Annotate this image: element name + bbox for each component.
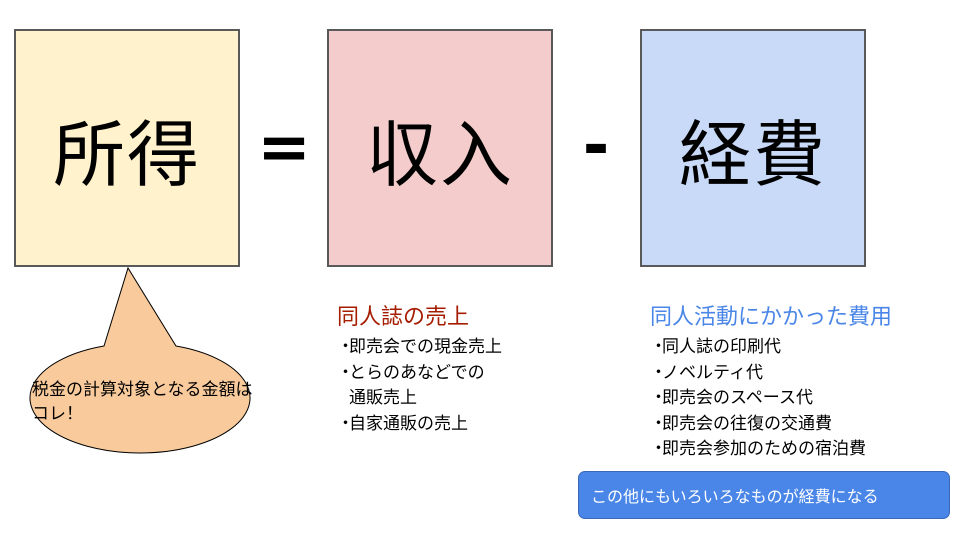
list-item: ・同人誌の印刷代 — [650, 335, 920, 361]
revenue-label: 収入 — [365, 112, 514, 197]
list-item-text: ノベルティ代 — [662, 362, 763, 383]
list-item: ・即売会のスペース代 — [650, 386, 920, 412]
bullet: ・ — [337, 413, 354, 434]
list-item-text: 同人誌の印刷代 — [662, 337, 781, 357]
list-item: ・自家通販の売上 — [337, 412, 567, 438]
callout-shape — [29, 266, 251, 454]
list-item-text: 即売会の往復の交通費 — [662, 413, 832, 434]
list-item-text: 即売会参加のための宿泊費 — [662, 439, 866, 459]
revenue-item-list: ・即売会での現金売上 ・とらのあなどでの 通販売上 ・自家通販の売上 — [337, 335, 567, 437]
list-item-text: 即売会での現金売上 — [349, 337, 502, 357]
note-box: この他にもいろいろなものが経費になる — [578, 471, 950, 519]
bullet: ・ — [337, 362, 354, 383]
bullet: ・ — [650, 413, 667, 434]
bullet: ・ — [650, 439, 667, 459]
list-item: ・即売会参加のための宿泊費 — [650, 437, 920, 463]
bullet: ・ — [650, 388, 667, 408]
expense-label: 経費 — [678, 112, 827, 197]
bullet: ・ — [650, 337, 667, 357]
expense-item-list: ・同人誌の印刷代 ・ノベルティ代 ・即売会のスペース代 ・即売会の往復の交通費 … — [650, 335, 920, 463]
revenue-box: 収入 — [327, 29, 553, 267]
expense-section-title: 同人活動にかかった費用 — [650, 305, 893, 330]
income-box: 所得 — [14, 29, 240, 267]
bullet: ・ — [650, 362, 667, 383]
minus-sign: - — [582, 109, 610, 183]
bullet: ・ — [337, 337, 354, 357]
list-item: ・即売会での現金売上 — [337, 335, 567, 361]
expense-box: 経費 — [640, 29, 866, 267]
list-item-text: 即売会のスペース代 — [662, 388, 813, 408]
list-item: ・ノベルティ代 — [650, 361, 920, 387]
revenue-section-title: 同人誌の売上 — [337, 305, 470, 330]
list-item: ・とらのあなどでの 通販売上 — [337, 361, 567, 412]
income-label: 所得 — [52, 112, 201, 197]
equals-sign: = — [257, 111, 311, 185]
note-text: この他にもいろいろなものが経費になる — [591, 487, 879, 506]
list-item-text: 自家通販の売上 — [349, 413, 468, 434]
callout-text: 税金の計算対象となる金額はコレ！ — [32, 380, 253, 424]
list-item-text: とらのあなどでの 通販売上 — [349, 362, 485, 409]
list-item: ・即売会の往復の交通費 — [650, 412, 920, 438]
